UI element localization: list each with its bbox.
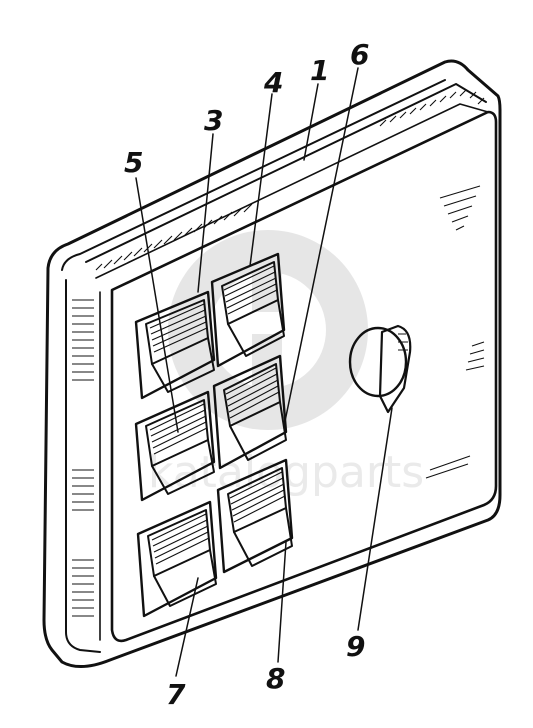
rotary-knob <box>348 324 412 414</box>
callout-8: 8 <box>266 662 285 695</box>
callout-3: 3 <box>204 104 223 137</box>
watermark: katalogparts <box>148 230 424 498</box>
front-face <box>110 110 498 643</box>
rocker-switch-left-bottom <box>136 500 218 618</box>
rocker-switch-right-top <box>210 252 286 368</box>
leader-lines <box>135 67 393 677</box>
leader-8 <box>277 541 287 663</box>
leader-1 <box>303 83 319 161</box>
rocker-switch-right-middle <box>212 354 288 470</box>
callouts: 1 3 4 5 6 7 8 9 <box>124 38 369 711</box>
housing <box>42 59 502 668</box>
callout-4: 4 <box>263 66 283 99</box>
right-face-hatching <box>425 185 485 479</box>
leader-5 <box>135 177 179 433</box>
left-side-hatching <box>72 299 94 617</box>
callout-7: 7 <box>166 678 186 711</box>
callout-9: 9 <box>346 630 365 663</box>
callout-1: 1 <box>310 54 329 87</box>
leader-3 <box>197 133 214 293</box>
leader-6 <box>283 67 359 427</box>
rocker-switch-left-middle <box>134 390 216 502</box>
callout-6: 6 <box>350 38 369 71</box>
callout-5: 5 <box>124 146 143 179</box>
rocker-switch-right-bottom <box>216 458 294 574</box>
leader-9 <box>357 407 393 631</box>
leader-4 <box>249 93 273 267</box>
leader-7 <box>175 577 199 677</box>
rocker-switch-left-top <box>134 290 216 400</box>
